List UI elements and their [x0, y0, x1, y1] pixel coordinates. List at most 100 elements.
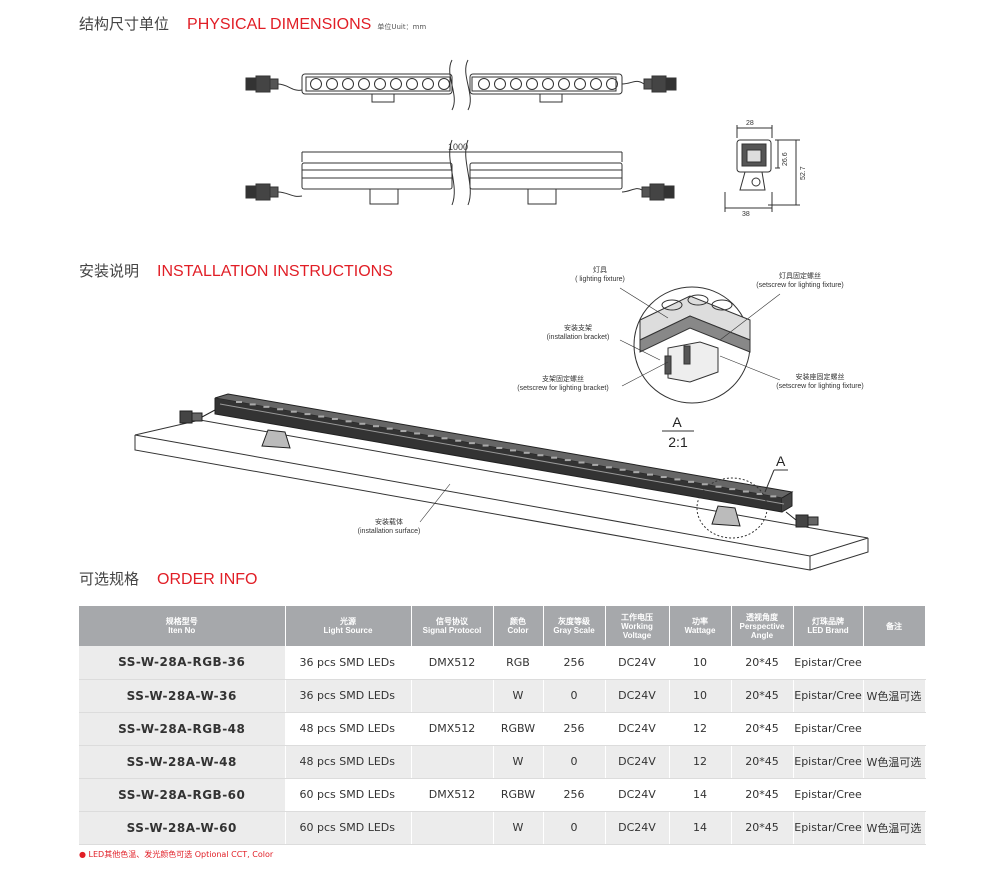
section-title-cn: 可选规格	[79, 570, 140, 588]
table-cell: Epistar/Cree	[793, 778, 864, 812]
led-dot	[390, 78, 402, 90]
install-led	[236, 401, 242, 403]
detail-scale: 2:1	[668, 434, 688, 450]
table-cell: 48 pcs SMD LEDs	[285, 745, 412, 779]
install-led	[756, 492, 763, 495]
install-led	[345, 420, 352, 423]
table-cell: 12	[669, 712, 732, 746]
table-cell: 256	[543, 646, 606, 680]
label-surface-en: (installation surface)	[358, 528, 421, 535]
led-dots	[310, 78, 618, 90]
led-dot	[358, 78, 370, 90]
install-led	[605, 466, 612, 469]
led-dot	[342, 78, 354, 90]
table-cell: DMX512	[411, 646, 494, 680]
table-cell: W	[493, 745, 544, 779]
install-led	[290, 410, 297, 413]
table-cell: W色温可选	[863, 745, 926, 779]
install-led	[496, 446, 503, 449]
table-cell: W	[493, 679, 544, 713]
install-led	[701, 483, 708, 486]
table-cell: SS-W-28A-RGB-48	[79, 712, 286, 746]
table-cell: SS-W-28A-W-36	[79, 679, 286, 713]
led-dot	[494, 78, 506, 90]
table-cell: 20*45	[731, 712, 794, 746]
install-led	[331, 417, 338, 420]
install-led	[441, 437, 448, 440]
table-cell: 48 pcs SMD LEDs	[285, 712, 412, 746]
brackets	[261, 429, 741, 527]
table-cell: 60 pcs SMD LEDs	[285, 778, 412, 812]
top-view	[245, 59, 677, 111]
table-cell: DC24V	[605, 745, 670, 779]
footnote: ● LED其他色温、发光颜色可选 Optional CCT, Color	[79, 850, 274, 859]
connectors	[179, 409, 819, 528]
install-led	[688, 480, 695, 483]
dim-width: 28	[746, 120, 754, 127]
led-dot	[558, 78, 570, 90]
install-led	[359, 422, 366, 425]
table-cell: 36 pcs SMD LEDs	[285, 679, 412, 713]
led-dot	[590, 78, 602, 90]
table-cell: SS-W-28A-RGB-36	[79, 646, 286, 680]
led-dot	[374, 78, 386, 90]
table-cell: Epistar/Cree	[793, 811, 864, 845]
table-cell: 14	[669, 811, 732, 845]
table-cell: SS-W-28A-RGB-60	[79, 778, 286, 812]
install-led	[619, 468, 626, 471]
install-led	[318, 415, 325, 418]
header-remarks: 备注	[863, 606, 926, 646]
detail-circle	[696, 477, 768, 539]
installation-drawing: A A 2:1 灯具 ( lighting fixture) 灯具固定螺丝 (s…	[134, 265, 869, 571]
table-cell: SS-W-28A-W-48	[79, 745, 286, 779]
detail-view	[633, 286, 751, 404]
table-cell: 20*45	[731, 646, 794, 680]
led-dot	[478, 78, 490, 90]
install-led	[660, 476, 667, 479]
table-cell	[411, 811, 494, 845]
table-cell: Epistar/Cree	[793, 679, 864, 713]
dim-height-inner: 26.6	[782, 152, 789, 166]
section-title-en: ORDER INFO	[157, 571, 258, 588]
table-cell: DC24V	[605, 811, 670, 845]
led-dot	[542, 78, 554, 90]
table-cell: 14	[669, 778, 732, 812]
section-title-en: PHYSICAL DIMENSIONS	[187, 16, 372, 33]
install-led	[277, 408, 284, 411]
table-cell: 10	[669, 679, 732, 713]
led-dot	[606, 78, 618, 90]
led-dot	[326, 78, 338, 90]
label-bracket-en: (installation bracket)	[547, 334, 610, 341]
table-cell	[863, 646, 926, 680]
install-led	[742, 490, 749, 493]
table-cell: 20*45	[731, 679, 794, 713]
callout-a: A	[776, 453, 786, 469]
side-view	[245, 139, 675, 206]
install-led	[523, 451, 530, 454]
table-cell: W色温可选	[863, 811, 926, 845]
installation-surface	[134, 419, 869, 571]
install-led	[729, 488, 736, 491]
install-led	[674, 478, 681, 481]
table-cell: RGB	[493, 646, 544, 680]
install-led	[482, 444, 489, 447]
led-dot	[406, 78, 418, 90]
install-led	[537, 454, 544, 457]
table-cell: 0	[543, 745, 606, 779]
label-screw-fixture-en: (setscrew for lighting fixture)	[756, 282, 844, 289]
table-cell: 0	[543, 679, 606, 713]
